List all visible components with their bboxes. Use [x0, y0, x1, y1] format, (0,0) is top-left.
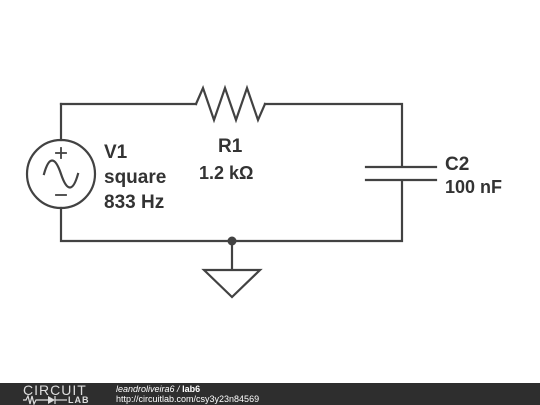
voltage-source-v1: [25, 138, 97, 210]
footer-credits: leandroliveira6 / lab6 http://circuitlab…: [116, 384, 259, 404]
capacitor-value-label: 100 nF: [445, 177, 502, 197]
source-frequency-label: 833 Hz: [104, 192, 164, 213]
wire-right-bottom: [230, 180, 404, 243]
footer-title-line: leandroliveira6 / lab6: [116, 384, 259, 394]
project-link[interactable]: lab6: [182, 384, 201, 394]
logo-wordmark: CIRCUIT: [23, 382, 87, 398]
source-waveform-label: square: [104, 167, 166, 188]
author-link[interactable]: leandroliveira6: [116, 384, 175, 394]
circuit-schematic: V1 square 833 Hz R1 1.2 kΩ C2 100 nF: [25, 84, 502, 299]
resistor-r1: [194, 84, 267, 124]
resistor-value-label: 1.2 kΩ: [199, 163, 253, 183]
ground-icon: [201, 268, 263, 299]
wire-top-right: [263, 102, 404, 167]
resistor-diode-icon: [23, 395, 67, 405]
sine-wave-icon: [42, 159, 80, 189]
logo-lab-text: LAB: [68, 395, 90, 405]
resistor-name-label: R1: [218, 136, 243, 157]
source-name-label: V1: [104, 142, 128, 163]
footer-bar: CIRCUIT LAB leandroliveira6 / lab6 http:…: [0, 383, 540, 405]
footer-url[interactable]: http://circuitlab.com/csy3y23n84569: [116, 394, 260, 404]
wire-left-bottom: [59, 206, 234, 243]
capacitor-name-label: C2: [445, 154, 469, 175]
path-separator: /: [174, 384, 183, 394]
circuitlab-logo[interactable]: CIRCUIT LAB: [22, 383, 94, 405]
